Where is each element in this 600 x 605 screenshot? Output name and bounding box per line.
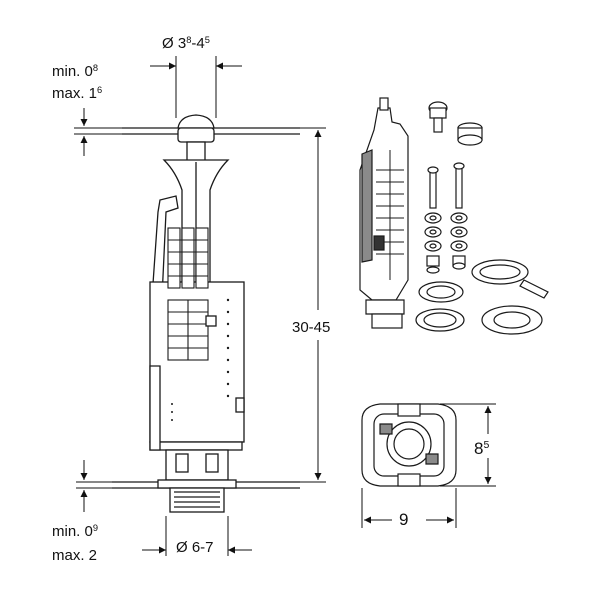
min-bottom-label: min. 09 [52, 523, 99, 541]
washers [424, 212, 468, 274]
exploded-view [359, 97, 549, 335]
outlet-seal [157, 449, 237, 513]
min-top-label: min. 08 [52, 63, 99, 81]
screws [427, 162, 465, 209]
valve-ribs [376, 150, 404, 280]
bottom-diameter-label: Ø 6-7 [176, 539, 214, 556]
side-view [112, 114, 300, 513]
housing-markings [171, 298, 230, 421]
seal-rings [415, 281, 543, 335]
side-view-dimensions [74, 56, 326, 556]
side-clip [205, 315, 245, 413]
cap-parts [428, 101, 483, 146]
float-ribs [167, 227, 209, 361]
top-view [361, 403, 457, 487]
top-view-height-label: 85 [474, 439, 490, 458]
push-button [177, 114, 215, 163]
top-diameter-label: Ø 38-45 [162, 35, 210, 53]
top-view-dimensions [361, 403, 496, 528]
top-view-width-label: 9 [399, 510, 409, 529]
valve-assembly [359, 97, 409, 329]
max-bottom-label: max. 2 [52, 547, 98, 564]
wrench-tool [471, 259, 549, 299]
max-top-label: max. 16 [52, 85, 103, 103]
height-label: 30-45 [292, 319, 331, 336]
